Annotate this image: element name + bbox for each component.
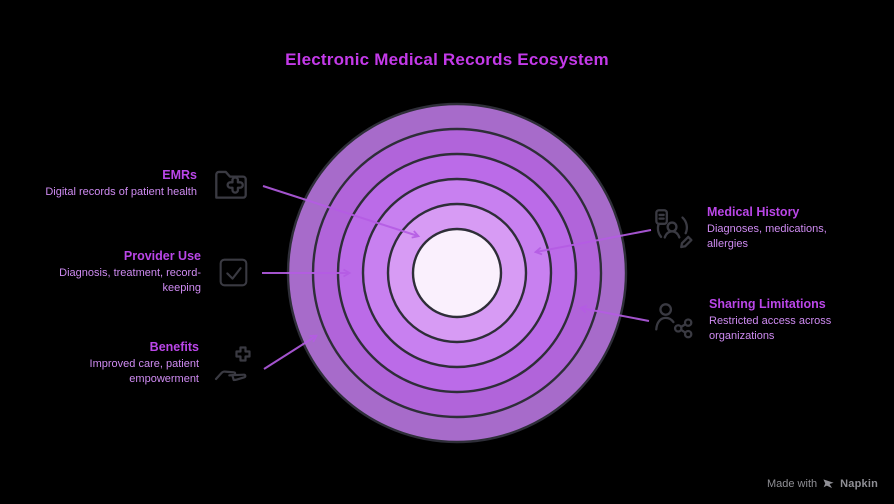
emrs-heading: EMRs — [162, 168, 197, 183]
folder-medical-cross-icon — [210, 163, 252, 205]
benefits-description: Improved care, patient empowerment — [89, 358, 199, 385]
center-circle — [411, 227, 503, 319]
made-with-text: Made with — [766, 477, 818, 490]
label-provider-use: Provider Use Diagnosis, treatment, recor… — [21, 249, 252, 296]
medical-history-heading: Medical History — [707, 205, 800, 219]
person-share-icon — [650, 297, 696, 343]
label-sharing-limitations: Sharing Limitations Restricted access ac… — [650, 297, 861, 344]
label-emrs: EMRs Digital records of patient health — [5, 163, 252, 205]
arrow-benefits — [263, 334, 318, 370]
hand-plus-icon — [212, 341, 256, 385]
arrow-medical-history — [533, 229, 652, 256]
napkin-brand-text: Napkin — [840, 477, 878, 490]
arrow-sharing-limitations — [578, 304, 650, 322]
provider-use-description: Diagnosis, treatment, record-keeping — [59, 267, 201, 294]
checkbox-check-icon — [214, 253, 252, 291]
page-title: Electronic Medical Records Ecosystem — [285, 50, 609, 69]
arrow-emrs — [262, 185, 421, 239]
label-medical-history: Medical History Diagnoses, medications, … — [648, 205, 859, 252]
emrs-description: Digital records of patient health — [45, 186, 197, 199]
benefits-heading: Benefits — [149, 340, 199, 354]
label-benefits: Benefits Improved care, patient empowerm… — [53, 340, 256, 387]
patient-history-icon — [648, 205, 694, 251]
sharing-limitations-heading: Sharing Limitations — [709, 297, 826, 311]
provider-use-heading: Provider Use — [123, 249, 201, 263]
medical-history-description: Diagnoses, medications, allergies — [707, 223, 827, 250]
napkin-logo-icon — [822, 477, 835, 490]
made-with-napkin-link[interactable]: Made with Napkin — [767, 477, 878, 490]
sharing-limitations-description: Restricted access across organizations — [709, 315, 832, 342]
